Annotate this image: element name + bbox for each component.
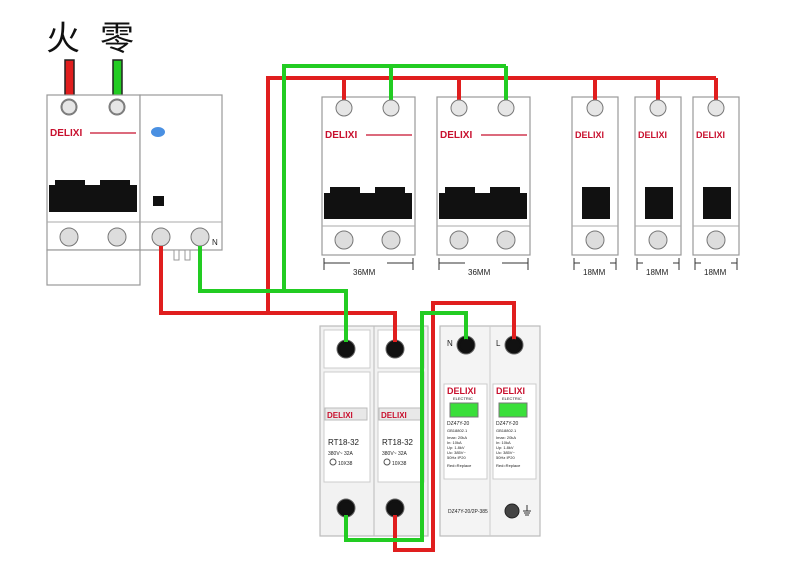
fuse-2-model: RT18-32 [382, 438, 414, 447]
test-button [151, 127, 165, 137]
spd-l-label: L [496, 339, 501, 348]
live-label: 火 [46, 19, 80, 59]
width-markers [323, 258, 738, 270]
main-breaker: DELIXI [46, 94, 141, 286]
spd-bottom-model: DZ47Y-20/2P-385 [448, 509, 488, 515]
spd-1-spec-1: In: 10kA [447, 440, 462, 445]
width-label-3: 18MM [583, 268, 606, 277]
surge-protector: N L DELIXI DELIXI ELECTRIC ELECTRIC DZ47… [439, 325, 541, 537]
breaker-36mm-1-brand: DELIXI [325, 130, 357, 141]
spd-1-spec-2: Up: 1.8kV [447, 445, 465, 450]
spd-2-spec-3: Uc: 385V~ [496, 450, 515, 455]
fuse-holder: DELIXI DELIXI RT18-32 RT18-32 380V~ 32A … [319, 325, 429, 537]
rcd-neutral-terminal-label: N [212, 238, 218, 247]
width-label-5: 18MM [704, 268, 727, 277]
spd-2-brand: DELIXI [496, 386, 525, 396]
fuse-1-size: 10X38 [338, 461, 353, 467]
breaker-18mm-2: DELIXI [634, 96, 682, 256]
spd-1-std: GB18802.1 [447, 428, 468, 433]
spd-2-spec-2: Up: 1.8kV [496, 445, 514, 450]
spd-1-brand: DELIXI [447, 386, 476, 396]
fuse-1-brand: DELIXI [327, 411, 353, 420]
rcd-module: N [139, 94, 223, 261]
spd-2-spec-1: In: 10kA [496, 440, 511, 445]
spd-1-model: DZ47Y-20 [447, 421, 470, 427]
spd-1-spec-4: 50Hz IP20 [447, 455, 466, 460]
spd-2-model: DZ47Y-20 [496, 421, 519, 427]
spd-1-replace: Red=Replace [447, 463, 472, 468]
fuse-1-rating: 380V~ 32A [328, 451, 354, 457]
breaker-18mm-2-brand: DELIXI [638, 130, 667, 140]
live-wires [159, 76, 718, 552]
fuse-2-size: 10X38 [392, 461, 407, 467]
neutral-label: 零 [100, 19, 134, 59]
fuse-2-brand: DELIXI [381, 411, 407, 420]
spd-1-window [449, 402, 479, 418]
ground-icon [523, 505, 531, 516]
breaker-18mm-3: DELIXI [692, 96, 740, 256]
breaker-36mm-1: DELIXI [321, 96, 416, 256]
spd-1-sub: ELECTRIC [453, 396, 473, 401]
breaker-18mm-1: DELIXI [571, 96, 619, 256]
ground-terminal [504, 503, 520, 519]
spd-2-spec-4: 50Hz IP20 [496, 455, 515, 460]
spd-2-replace: Red=Replace [496, 463, 521, 468]
breaker-36mm-2-brand: DELIXI [440, 130, 472, 141]
spd-2-spec-0: Imax: 20kA [496, 435, 516, 440]
spd-1-spec-3: Uc: 385V~ [447, 450, 466, 455]
spd-n-label: N [447, 339, 453, 348]
fuse-1-model: RT18-32 [328, 438, 360, 447]
main-breaker-brand: DELIXI [50, 128, 82, 139]
width-label-1: 36MM [353, 268, 376, 277]
breaker-18mm-3-brand: DELIXI [696, 130, 725, 140]
spd-2-sub: ELECTRIC [502, 396, 522, 401]
breaker-18mm-1-brand: DELIXI [575, 130, 604, 140]
terminal-caps [61, 99, 725, 514]
spd-2-std: GB18802.1 [496, 428, 517, 433]
spd-1-spec-0: Imax: 20kA [447, 435, 467, 440]
fuse-2-rating: 380V~ 32A [382, 451, 408, 457]
width-label-4: 18MM [646, 268, 669, 277]
spd-2-window [498, 402, 528, 418]
rcd-indicator [153, 196, 164, 206]
breaker-36mm-2: DELIXI [436, 96, 531, 256]
width-label-2: 36MM [468, 268, 491, 277]
